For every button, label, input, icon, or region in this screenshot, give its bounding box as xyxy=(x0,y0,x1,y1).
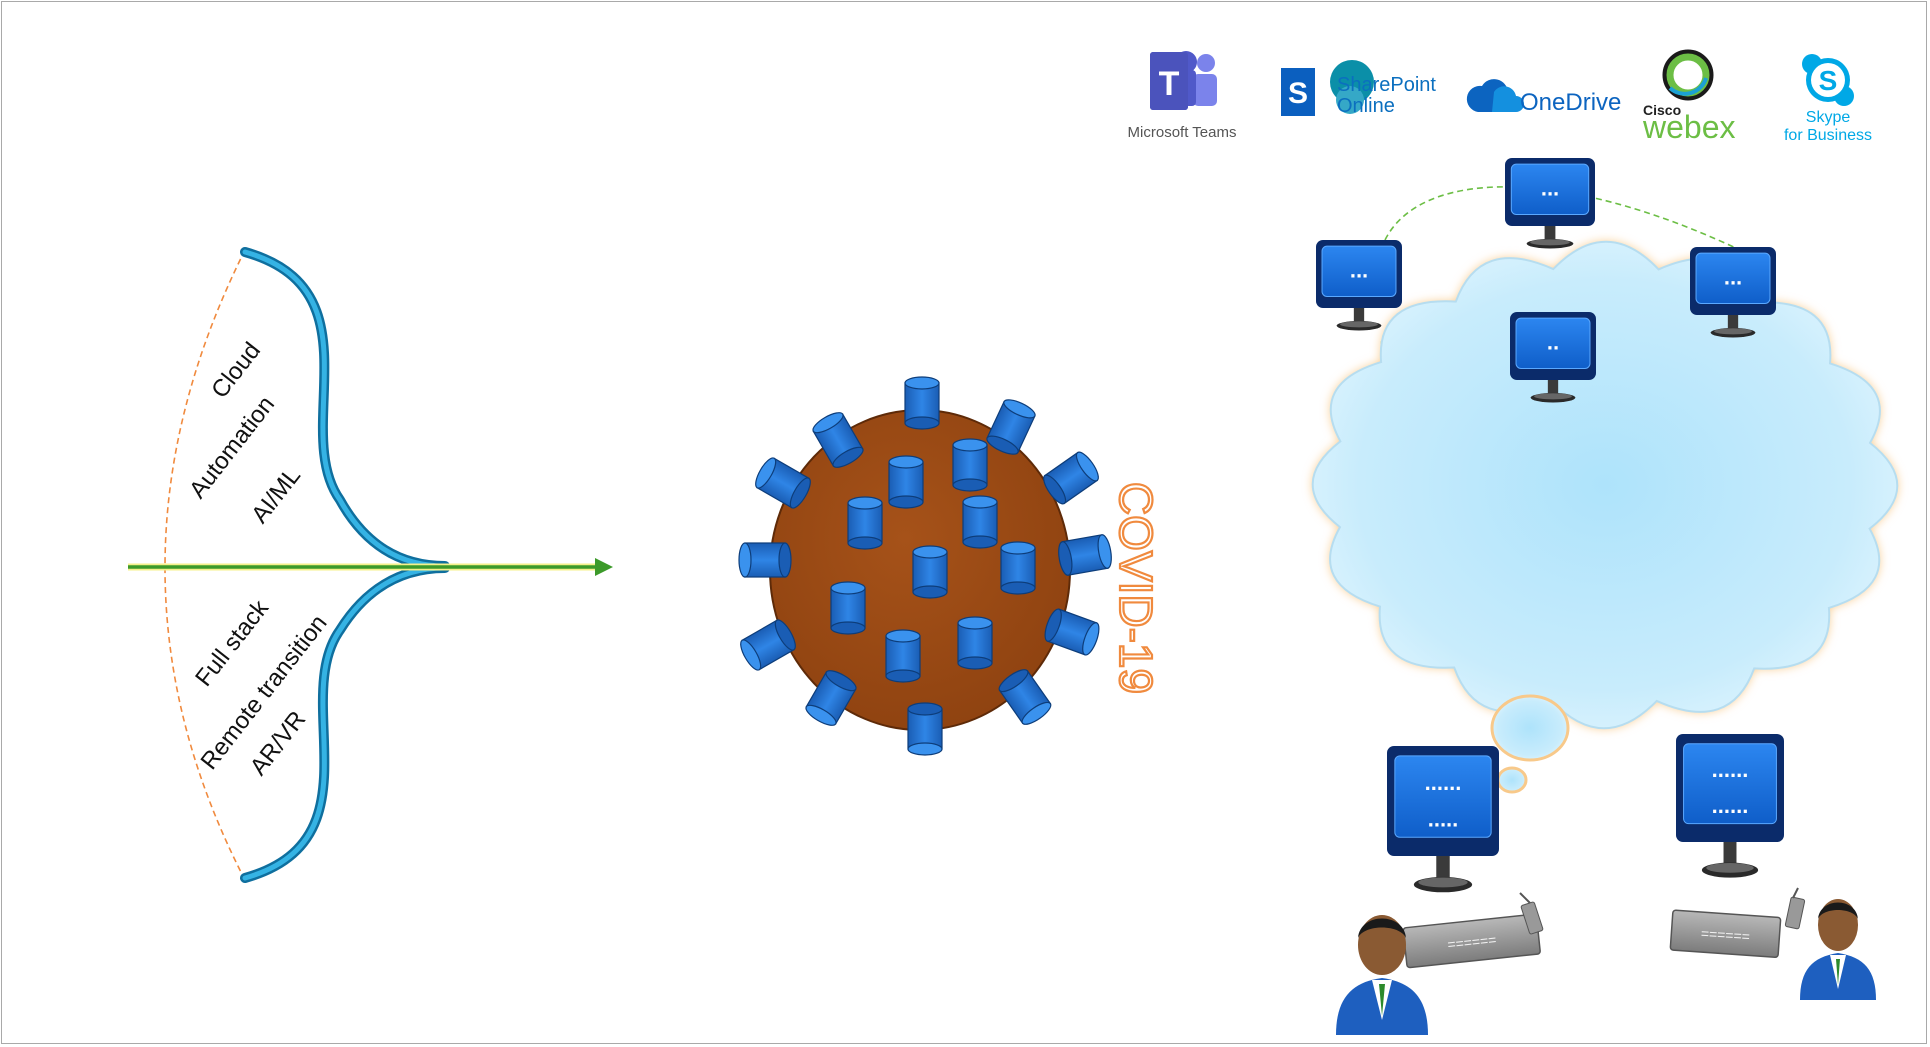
skype-label-2: for Business xyxy=(1784,127,1872,144)
sharepoint-label-2: Online xyxy=(1337,95,1395,117)
virus-spike xyxy=(962,495,998,549)
skype-icon: S xyxy=(1802,54,1854,106)
onedrive-icon xyxy=(1466,79,1524,112)
microsoft-teams-icon: T xyxy=(1150,51,1217,110)
mouse-left-icon xyxy=(1519,892,1544,935)
lower-curve xyxy=(240,563,450,883)
user-left-icon xyxy=(1336,915,1428,1035)
virus-graphic: COVID-19 xyxy=(738,376,1163,756)
monitors: .................................. xyxy=(1316,158,1784,893)
virus-spike xyxy=(952,438,988,492)
workstation-right: ====== xyxy=(1669,887,1876,1000)
svg-text:S: S xyxy=(1288,77,1308,110)
trend-diagram: Cloud Automation AI/ML Full stack Remote… xyxy=(128,247,613,883)
virus-spike xyxy=(740,619,796,671)
virus-spike xyxy=(738,542,792,578)
keyboard-left: ====== xyxy=(1402,913,1541,969)
label-ai-ml: AI/ML xyxy=(246,462,306,528)
svg-text:T: T xyxy=(1159,65,1180,103)
monitor-screen-text: ..... xyxy=(1428,806,1459,831)
monitor-top-right: ... xyxy=(1690,247,1776,338)
virus-spike xyxy=(912,545,948,599)
monitor-center: .. xyxy=(1510,312,1596,403)
virus-spike xyxy=(986,399,1036,455)
webex-icon xyxy=(1662,49,1714,101)
monitor-bottom-right: ............ xyxy=(1676,734,1784,878)
monitor-screen-text: ... xyxy=(1724,264,1742,289)
monitor-top-center: ... xyxy=(1505,158,1595,249)
virus-spikes xyxy=(738,376,1112,756)
virus-spike xyxy=(812,412,864,468)
virus-spike xyxy=(998,669,1052,725)
monitor-bottom-left: ........... xyxy=(1387,746,1499,893)
virus-spike xyxy=(755,457,811,509)
monitor-screen-text: ... xyxy=(1541,175,1559,200)
monitor-screen-text: ...... xyxy=(1425,770,1462,795)
virus-spike xyxy=(1058,534,1112,576)
monitor-screen-text: ...... xyxy=(1712,793,1749,818)
cloud-network xyxy=(1311,186,1899,794)
virus-label: COVID-19 xyxy=(1110,482,1162,694)
cloud-shape xyxy=(1311,240,1899,730)
onedrive-label: OneDrive xyxy=(1520,89,1621,116)
monitor-screen-text: ...... xyxy=(1712,757,1749,782)
virus-spike xyxy=(957,616,993,670)
thought-bubble-small xyxy=(1496,766,1528,794)
virus-spike xyxy=(907,702,943,756)
sharepoint-icon: S xyxy=(1281,60,1374,116)
virus-spike xyxy=(1044,608,1100,656)
virus-spike xyxy=(885,629,921,683)
user-right-icon xyxy=(1800,899,1876,1000)
keyboard-right-keys: ====== xyxy=(1700,925,1750,944)
virus-spike xyxy=(1000,541,1036,595)
virus-spike xyxy=(805,670,857,726)
workstation-left: ====== xyxy=(1336,892,1544,1035)
sharepoint-label-1: SharePoint xyxy=(1337,74,1436,96)
app-logos: T Microsoft Teams S SharePoint Online On… xyxy=(1128,49,1872,145)
teams-label: Microsoft Teams xyxy=(1128,124,1237,141)
svg-text:S: S xyxy=(1819,65,1838,96)
monitor-top-left: ... xyxy=(1316,240,1402,331)
skype-label-1: Skype xyxy=(1806,109,1851,126)
keyboard-right: ====== xyxy=(1669,909,1782,958)
monitor-screen-text: ... xyxy=(1350,257,1368,282)
virus-spike xyxy=(830,581,866,635)
mouse-right-icon xyxy=(1784,887,1806,930)
webex-label-cisco: Cisco xyxy=(1643,102,1681,118)
keyboard-left-keys: ====== xyxy=(1447,931,1497,952)
thought-bubble xyxy=(1490,694,1570,762)
virus-spike xyxy=(847,496,883,550)
virus-spike xyxy=(1043,451,1099,505)
virus-spike xyxy=(888,455,924,509)
webex-label-webex: webex xyxy=(1642,109,1736,145)
virus-spike xyxy=(904,376,940,430)
monitor-screen-text: .. xyxy=(1547,329,1559,354)
